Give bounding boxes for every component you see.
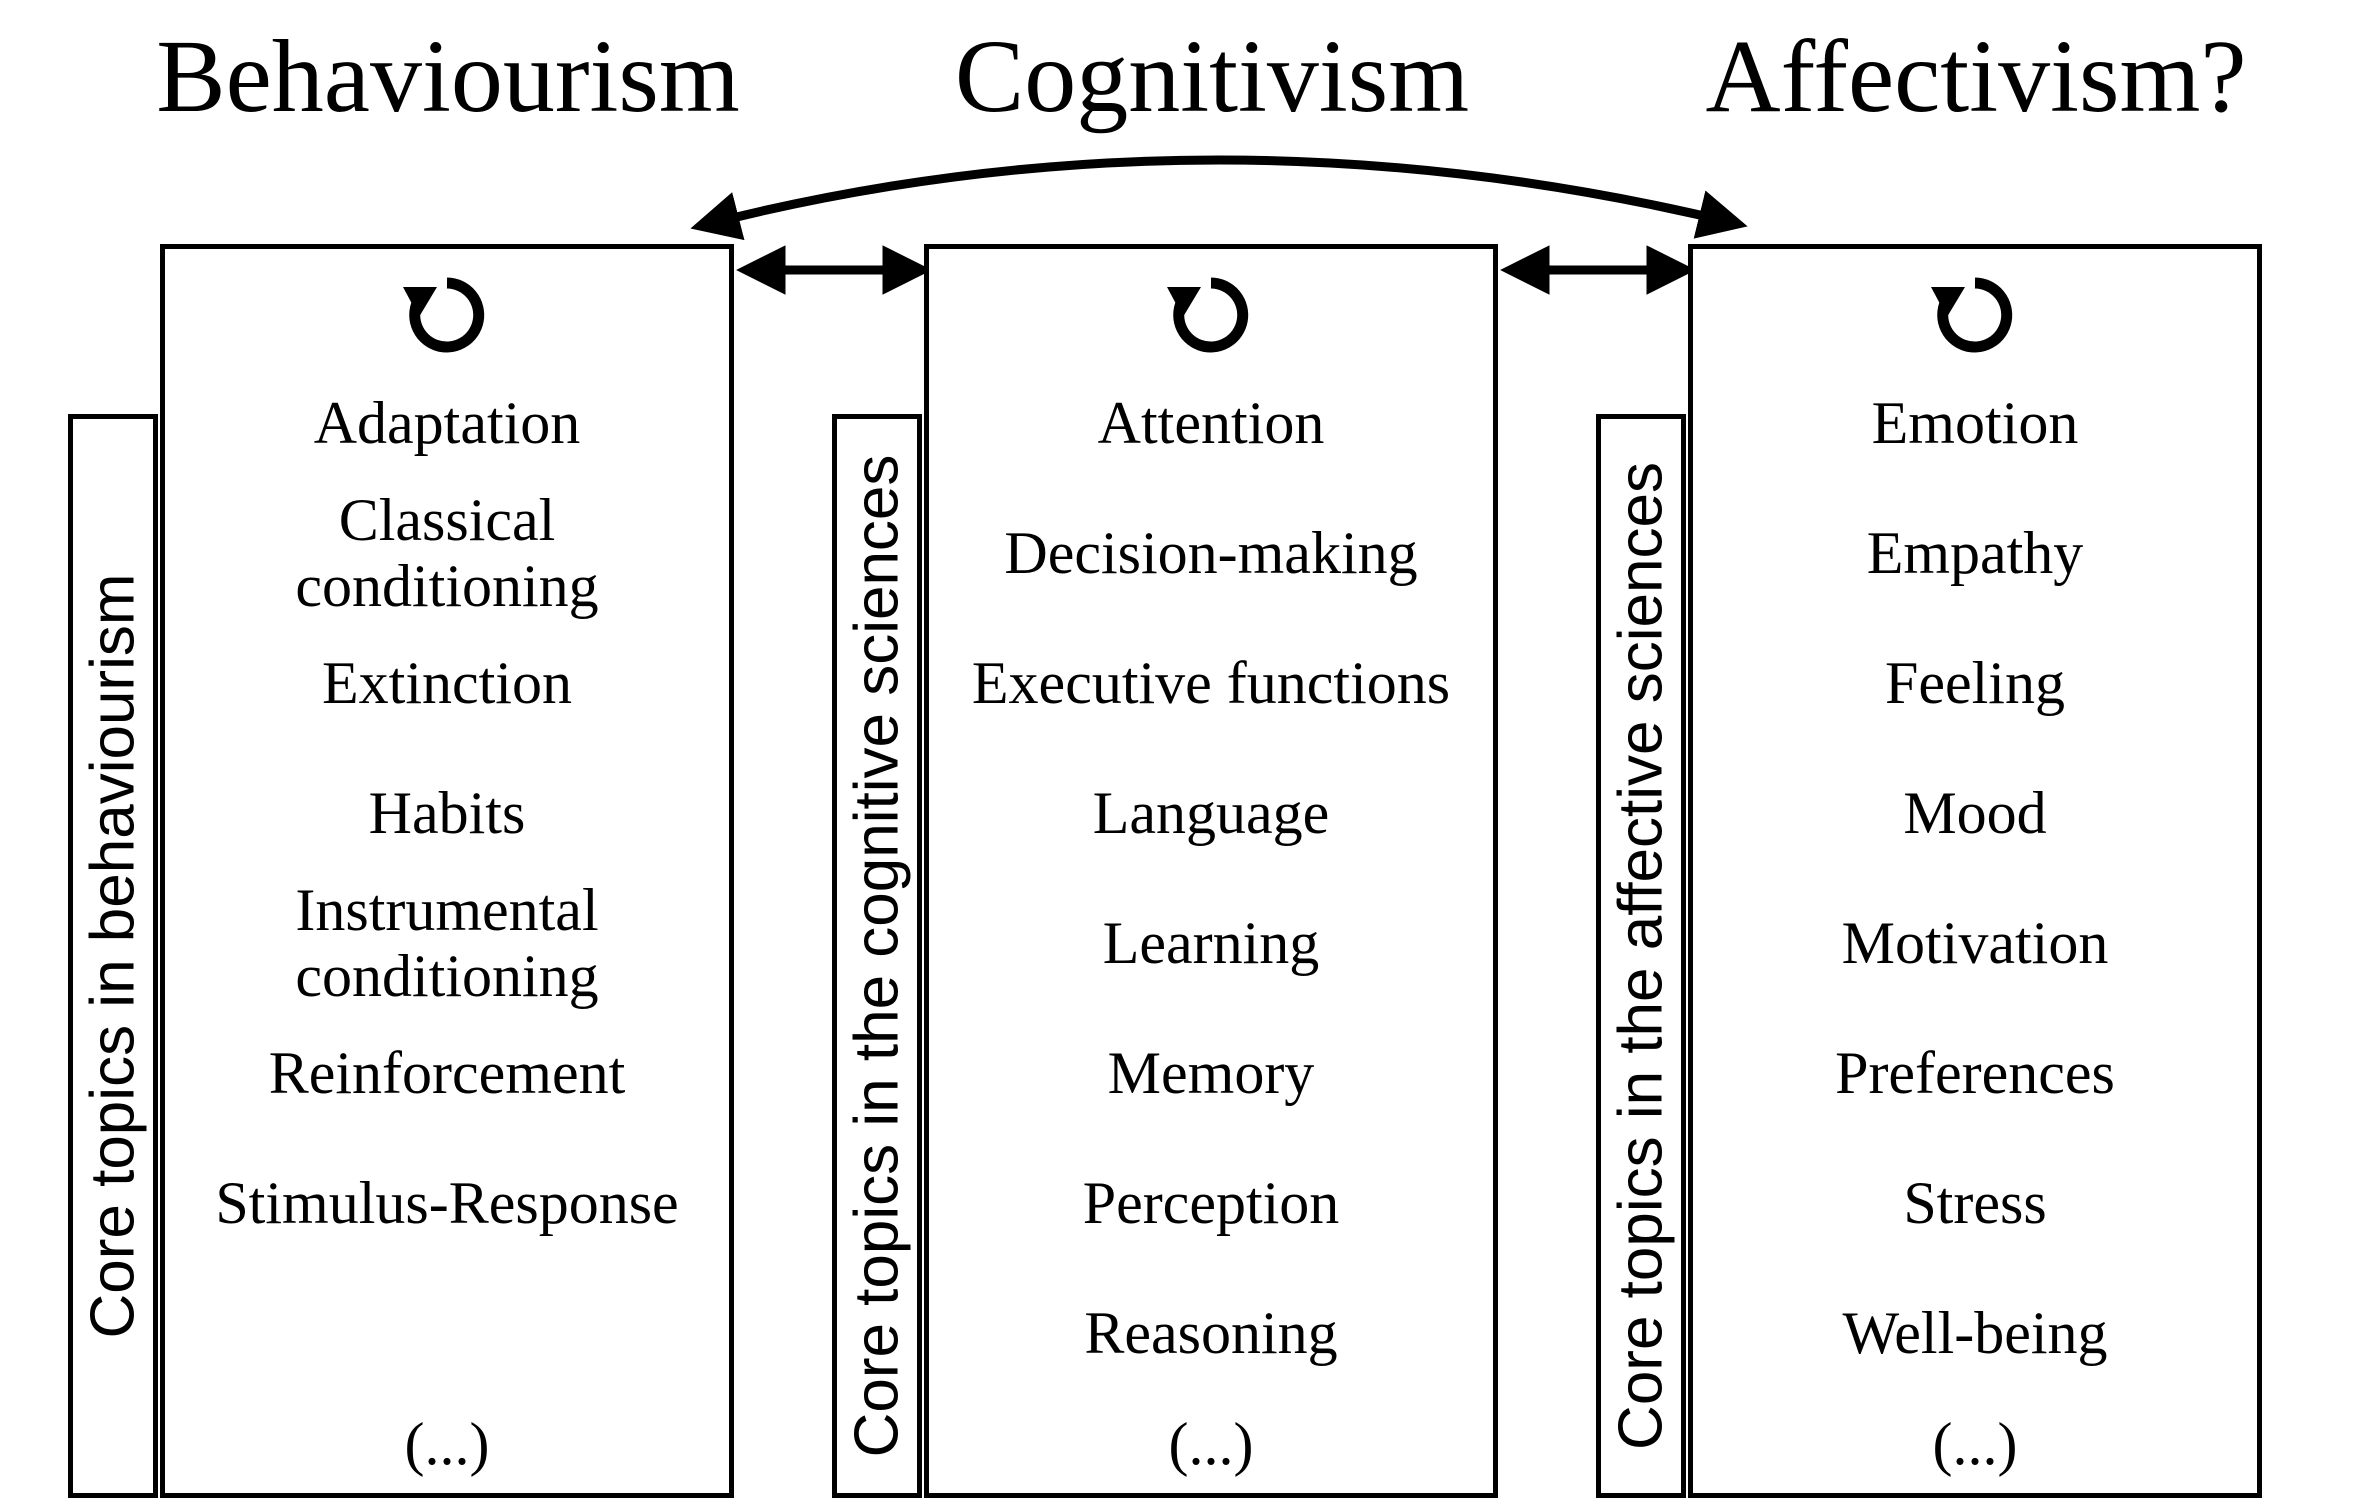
topic-item: Perception [1082,1170,1340,1236]
topic-item: Executive functions [971,650,1451,716]
topic-item: Habits [368,780,526,846]
topic-item: Motivation [1841,910,2109,976]
topic-item: Attention [1097,390,1325,456]
topic-item: Preferences [1835,1040,2115,1106]
curved-arrow-behaviourism-affectivism [690,155,1748,241]
topic-item: Language [1092,780,1330,846]
topic-item: Extinction [322,650,572,716]
ellipsis-more-topics: (...) [404,1411,490,1477]
ellipsis-more-topics: (...) [1932,1411,2018,1477]
side-label-behaviourism: Core topics in behaviourism [78,573,148,1339]
topic-item: Classical conditioning [295,487,599,619]
topic-item: Memory [1107,1040,1315,1106]
topic-item: Empathy [1866,520,2084,586]
topic-item: Learning [1102,910,1320,976]
header-behaviourism: Behaviourism [156,19,740,134]
topic-item: Feeling [1885,650,2065,716]
ellipsis-more-topics: (...) [1168,1411,1254,1477]
topic-item: Mood [1903,780,2047,846]
topic-item: Emotion [1871,390,2079,456]
side-label-box: Core topics in behaviourism [68,414,158,1498]
topic-item: Stimulus-Response [215,1170,679,1236]
side-label-affectivism: Core topics in the affective sciences [1606,462,1676,1450]
topic-item: Instrumental conditioning [295,877,599,1009]
topic-item: Reinforcement [268,1040,626,1106]
cycle-arrow-icon [1931,277,2013,353]
topic-item: Adaptation [313,390,581,456]
side-label-cognitivism: Core topics in the cognitive sciences [842,454,912,1458]
cycle-arrow-icon [403,277,485,353]
topic-item: Reasoning [1084,1300,1338,1366]
topic-item: Stress [1903,1170,2047,1236]
topic-item: Decision-making [1004,520,1418,586]
header-affectivism: Affectivism? [1705,19,2247,134]
side-label-box: Core topics in the affective sciences [1596,414,1686,1498]
side-label-box: Core topics in the cognitive sciences [832,414,922,1498]
cycle-arrow-icon [1167,277,1249,353]
topic-item: Well-being [1842,1300,2108,1366]
header-cognitivism: Cognitivism [954,19,1470,134]
